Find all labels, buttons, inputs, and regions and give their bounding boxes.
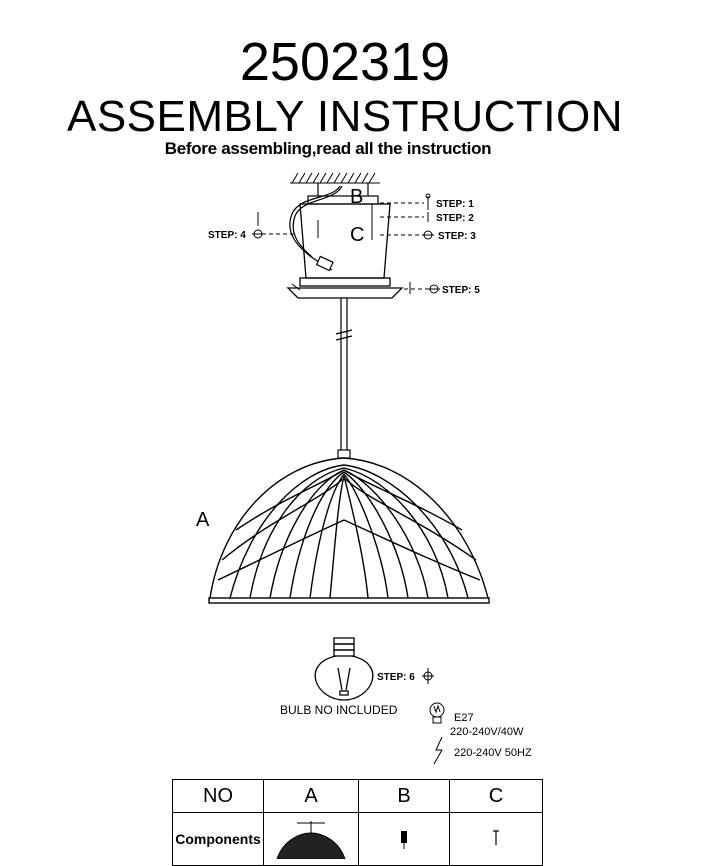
components-label: Components: [172, 812, 264, 866]
parts-table-header: NO A B C: [172, 779, 543, 813]
page-subtitle: Before assembling,read all the instructi…: [164, 139, 492, 158]
model-number: 2502319: [239, 32, 451, 92]
step-5-label: STEP: 5: [442, 285, 480, 296]
component-a-cell: [263, 812, 359, 866]
supply-wire: [289, 185, 343, 272]
step-leaders: [262, 202, 428, 290]
page-title: ASSEMBLY INSTRUCTION: [66, 92, 624, 141]
step-4-label: STEP: 4: [208, 230, 246, 241]
part-label-a: A: [196, 509, 210, 531]
canopy-screws: [291, 204, 411, 294]
dome-shade: [208, 457, 490, 604]
bulb-wattage: 220-240V/40W: [450, 726, 524, 738]
header-cell-a: A: [263, 779, 359, 813]
part-label-c: C: [350, 224, 364, 246]
light-bulb: [314, 637, 374, 701]
socket-type: E27: [454, 712, 474, 724]
mounting-bracket: [307, 183, 379, 205]
step-6-label: STEP: 6: [377, 672, 415, 683]
bulb-not-included-note: BULB NO INCLUDED: [280, 703, 398, 717]
canopy: [286, 203, 404, 299]
suspension-rod: [335, 297, 353, 459]
step-3-label: STEP: 3: [438, 231, 476, 242]
ceiling-hatch: [290, 172, 380, 184]
header-cell-c: C: [449, 779, 543, 813]
header-cell-b: B: [358, 779, 450, 813]
bulb-symbol-icon: [429, 702, 445, 724]
step-2-label: STEP: 2: [436, 213, 474, 224]
parts-table: NO A B C Components: [172, 779, 543, 866]
step-1-label: STEP: 1: [436, 199, 474, 210]
header-cell-no: NO: [172, 779, 264, 813]
supply-voltage: 220-240V 50HZ: [454, 747, 532, 759]
fastener-icons: [252, 193, 440, 294]
lamp-thumbnail-icon: [276, 821, 346, 859]
component-b-cell: [358, 812, 450, 866]
step6-icon: [422, 668, 434, 684]
screw-icon: [493, 830, 499, 845]
anchor-icon: [401, 831, 407, 849]
part-label-b: B: [350, 186, 363, 208]
lightning-icon: [433, 736, 443, 765]
component-c-cell: [449, 812, 543, 866]
components-row: Components: [172, 812, 543, 866]
